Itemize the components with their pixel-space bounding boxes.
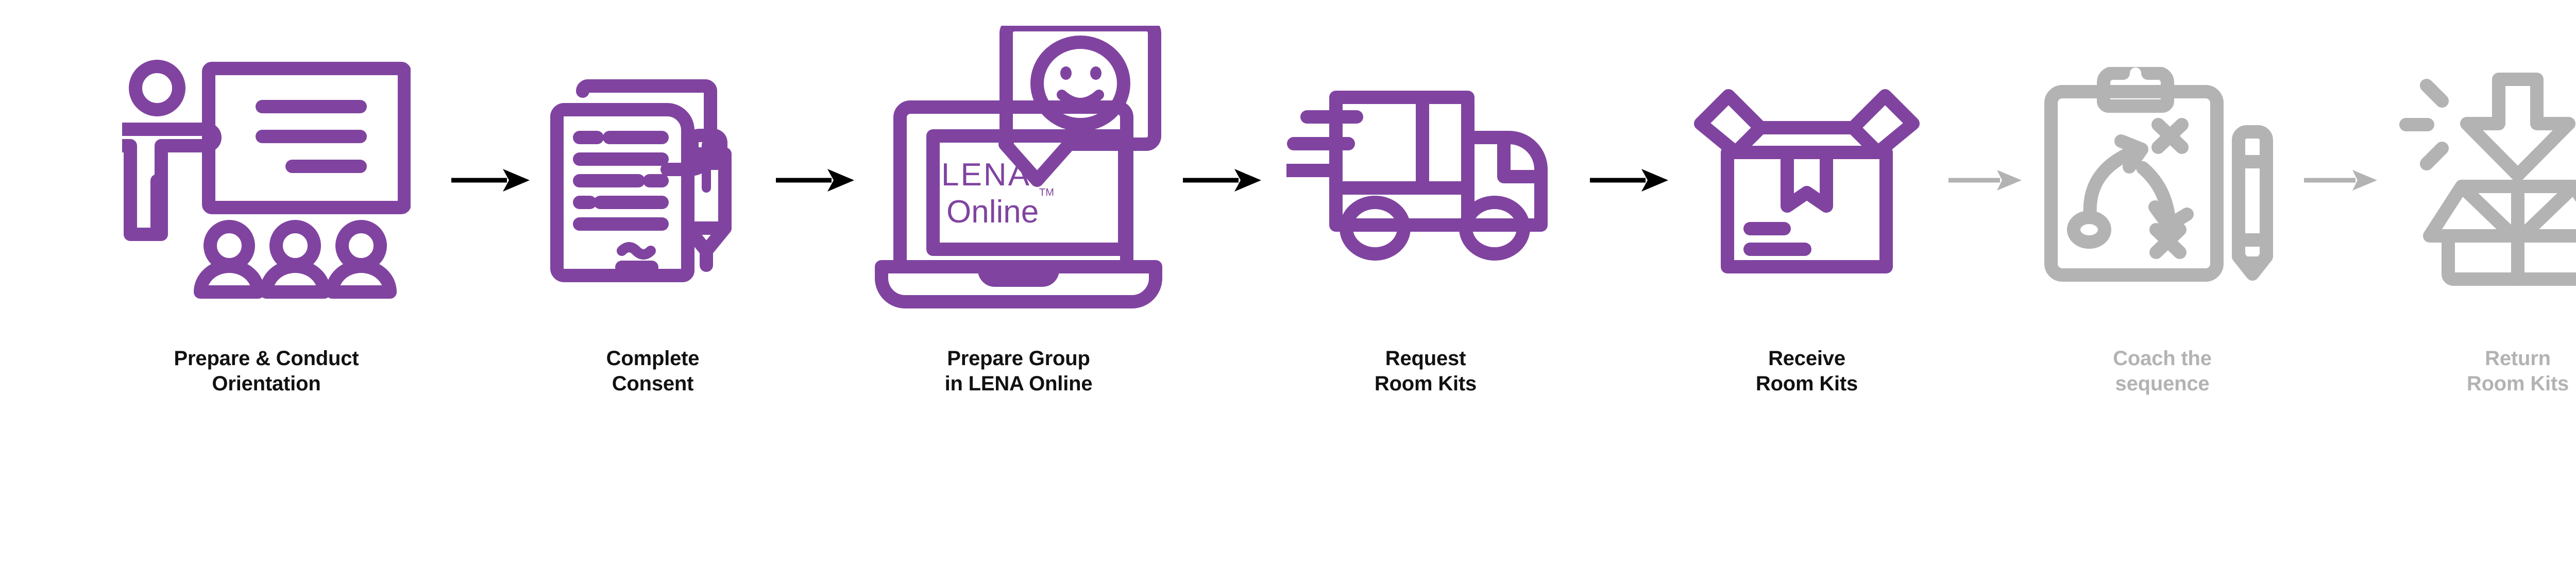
open-box-arrow-down-icon <box>2397 0 2576 340</box>
sealed-box-icon <box>1693 0 1920 340</box>
step-label-line2: Room Kits <box>1374 372 1477 395</box>
svg-text:LENA: LENA <box>941 157 1031 193</box>
step-label-line2: Room Kits <box>2466 372 2569 395</box>
step-label-line2: Consent <box>612 372 694 395</box>
step-label: Request Room Kits <box>1375 346 1477 397</box>
step-label-line1: Request <box>1385 347 1466 370</box>
presentation-audience-icon <box>122 0 411 340</box>
step-label: Complete Consent <box>606 346 700 397</box>
process-step-prepare-group-lena-online[interactable]: LENA Online TM Prepare Group in LENA Onl… <box>859 0 1178 397</box>
step-label: Prepare Group in LENA Online <box>945 346 1093 397</box>
step-label-line2: Orientation <box>212 372 321 395</box>
arrow-right-icon <box>451 169 530 192</box>
process-step-complete-consent[interactable]: Complete Consent <box>534 0 771 397</box>
svg-text:TM: TM <box>1039 187 1054 198</box>
connector-4 <box>1585 0 1673 340</box>
arrow-right-icon <box>1948 170 2022 191</box>
step-label: Receive Room Kits <box>1756 346 1858 397</box>
step-label-line2: sequence <box>2115 372 2210 395</box>
connector-2 <box>771 0 859 340</box>
arrow-right-icon <box>2304 170 2377 191</box>
process-step-return-room-kits[interactable]: Return Room Kits <box>2384 0 2576 397</box>
svg-text:Online: Online <box>946 194 1039 230</box>
step-label-line2: in LENA Online <box>944 372 1093 395</box>
step-label-line2: Room Kits <box>1755 372 1858 395</box>
step-label: Return Room Kits <box>2467 346 2569 397</box>
process-step-coach-the-sequence[interactable]: Coach the sequence <box>2028 0 2296 397</box>
document-signature-pen-icon <box>550 0 756 340</box>
laptop-lena-online-icon: LENA Online TM <box>874 0 1163 340</box>
clipboard-strategy-pencil-icon <box>2044 0 2281 340</box>
step-label-line1: Return <box>2485 347 2551 370</box>
step-label: Prepare & Conduct Orientation <box>174 346 359 397</box>
arrow-right-icon <box>1183 169 1261 192</box>
step-label-line1: Complete <box>606 347 700 370</box>
delivery-truck-icon <box>1286 0 1565 340</box>
connector-6 <box>2296 0 2384 340</box>
arrow-right-icon <box>776 169 854 192</box>
step-label-line1: Coach the <box>2113 347 2212 370</box>
process-step-prepare-conduct-orientation[interactable]: Prepare & Conduct Orientation <box>86 0 447 397</box>
connector-1 <box>447 0 534 340</box>
process-step-receive-room-kits[interactable]: Receive Room Kits <box>1673 0 1941 397</box>
step-label-line1: Receive <box>1768 347 1845 370</box>
step-label: Coach the sequence <box>2113 346 2212 397</box>
step-label-line1: Prepare Group <box>947 347 1090 370</box>
connector-5 <box>1941 0 2028 340</box>
arrow-right-icon <box>1590 169 1668 192</box>
step-label-line1: Prepare & Conduct <box>174 347 359 370</box>
process-step-request-room-kits[interactable]: Request Room Kits <box>1266 0 1585 397</box>
connector-3 <box>1178 0 1266 340</box>
